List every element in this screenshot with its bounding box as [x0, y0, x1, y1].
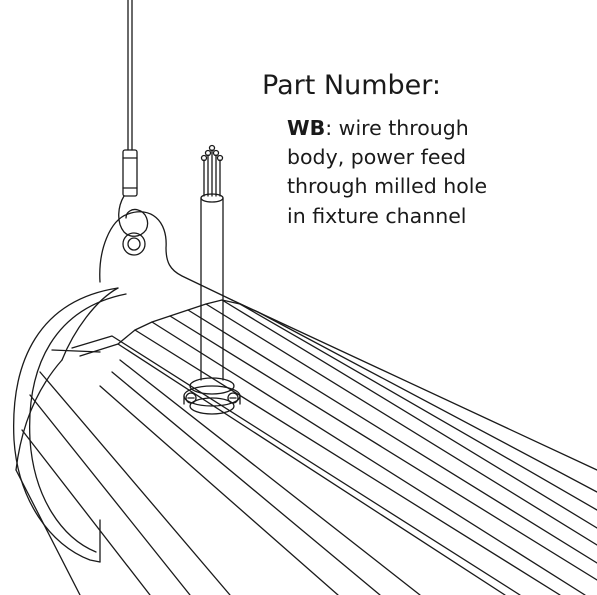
callout-line-1: WB: wire through — [287, 116, 469, 140]
part-code: WB — [287, 116, 326, 140]
channel-rails — [71, 299, 597, 595]
callout-heading: Part Number: — [262, 70, 441, 101]
end-cap-disc — [13, 287, 127, 563]
power-feed-cord — [200, 144, 224, 381]
fixture-body — [15, 287, 597, 595]
hanger-bracket — [99, 211, 233, 301]
callout-line-1-text: : wire through — [325, 116, 469, 140]
suspension-cable — [118, 0, 149, 237]
callout-line-2: body, power feed — [287, 145, 467, 169]
callout-line-3: through milled hole — [287, 174, 488, 198]
callout-line-4: in fixture channel — [287, 204, 467, 228]
strain-relief-fitting — [183, 377, 241, 415]
